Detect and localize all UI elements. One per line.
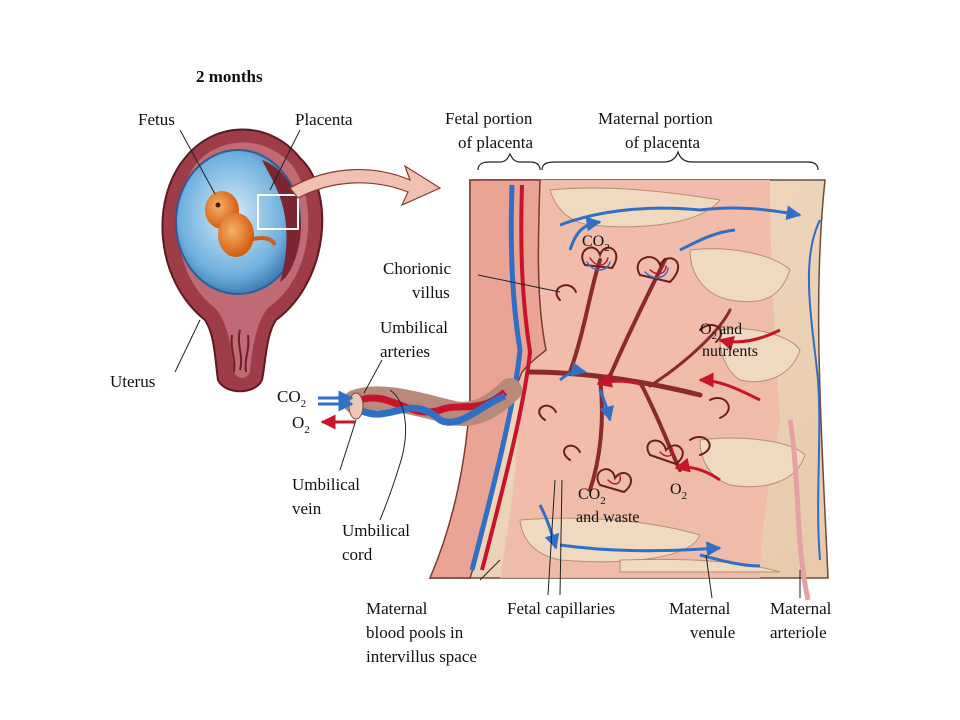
- fetal-portion-label-1: Fetal portion: [445, 109, 533, 128]
- maternal-portion-label-2: of placenta: [625, 133, 700, 152]
- maternal-arteriole-vessel: [787, 419, 811, 601]
- co2-cord-label: CO2: [277, 387, 306, 410]
- fetal-capillaries-label: Fetal capillaries: [507, 599, 615, 618]
- leader-lines: [174, 129, 801, 599]
- zoom-arrow: [289, 164, 442, 207]
- maternal-portion-label-1: Maternal portion: [598, 109, 713, 128]
- umbilical-vein-label-2: vein: [292, 499, 322, 518]
- placenta-label: Placenta: [295, 110, 353, 129]
- umbilical-cord-label-2: cord: [342, 545, 373, 564]
- co2-waste-label-2: and waste: [576, 509, 640, 526]
- cervix-folds: [230, 329, 250, 373]
- maternal-arteriole-label-2: arteriole: [770, 623, 827, 642]
- placenta-section: [343, 179, 829, 601]
- o2-nutrients-label-2: nutrients: [702, 343, 758, 360]
- cord-gas-arrows: [318, 390, 355, 430]
- uterus-illustration: [161, 128, 324, 393]
- chorionic-villus-label-1: Chorionic: [383, 259, 451, 278]
- maternal-venule-label-1: Maternal: [669, 599, 731, 618]
- umbilical-cord-label-1: Umbilical: [342, 521, 410, 540]
- umbilical-arteries-label-1: Umbilical: [380, 318, 448, 337]
- co2-waste-label-1: CO2: [578, 486, 606, 507]
- maternal-venule-label-2: venule: [690, 623, 735, 642]
- uterus-label: Uterus: [110, 372, 155, 391]
- maternal-blood-pools-label-1: Maternal: [366, 599, 428, 618]
- chorionic-villus-label-2: villus: [412, 283, 450, 302]
- umbilical-vein-label-1: Umbilical: [292, 475, 360, 494]
- fetal-portion-label-2: of placenta: [458, 133, 533, 152]
- fetus-label: Fetus: [138, 110, 175, 129]
- maternal-blood-pools-label-3: intervillus space: [366, 647, 477, 666]
- portion-brackets: [477, 150, 819, 171]
- title-label: 2 months: [196, 67, 263, 86]
- o2-lower-label: O2: [670, 481, 687, 502]
- chorionic-villi: [527, 246, 732, 494]
- umbilical-cord: [343, 378, 522, 426]
- maternal-vessels: [538, 205, 821, 568]
- maternal-blood-pools-label-2: blood pools in: [366, 623, 464, 642]
- maternal-arteriole-label-1: Maternal: [770, 599, 832, 618]
- zoom-box: [257, 194, 299, 230]
- umbilical-arteries-label-2: arteries: [380, 342, 430, 361]
- fetus-figure: [205, 191, 277, 257]
- placenta-tissue: [262, 160, 301, 282]
- o2-cord-label: O2: [292, 413, 310, 436]
- co2-top-label: CO2: [582, 233, 610, 254]
